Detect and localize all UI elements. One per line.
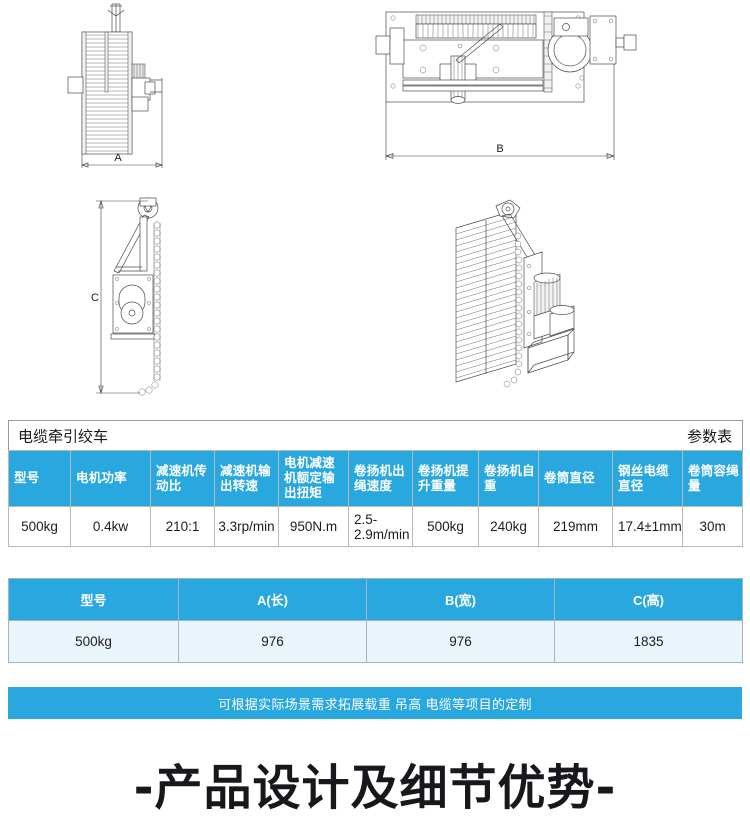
drawing-side-view: C <box>78 193 193 398</box>
spec-header-motor-power: 电机功率 <box>70 450 151 507</box>
spec-header-rope-speed: 卷扬机出绳速度 <box>348 450 413 507</box>
dimension-header-length: A(长) <box>178 578 367 621</box>
spec-table-header-row: 型号 电机功率 减速机传动比 减速机输出转速 电机减速机额定输出扭矩 卷扬机出绳… <box>8 450 744 507</box>
technical-drawings-area: A <box>0 0 750 405</box>
spec-value-motor-power: 0.4kw <box>70 506 151 547</box>
spec-header-drum-diameter: 卷筒直径 <box>538 450 613 507</box>
section-headline: -产品设计及细节优势- <box>0 748 750 818</box>
dimension-table: 型号 A(长) B(宽) C(高) 500kg 976 976 1835 <box>8 578 743 663</box>
spec-header-output-speed: 减速机输出转速 <box>214 450 279 507</box>
spec-table-title: 电缆牵引绞车 <box>18 428 109 445</box>
customization-note-text: 可根据实际场景需求拓展载重 吊高 电缆等项目的定制 <box>218 696 532 712</box>
spec-header-gear-ratio: 减速机传动比 <box>150 450 215 507</box>
spec-header-lift-weight: 卷扬机提升重量 <box>412 450 479 507</box>
spec-header-model: 型号 <box>8 450 71 507</box>
spec-header-rated-torque: 电机减速机额定输出扭矩 <box>278 450 349 507</box>
spec-header-cable-diameter: 钢丝电缆直径 <box>612 450 683 507</box>
spec-table-title-cell: 电缆牵引绞车 参数表 <box>8 420 743 451</box>
dimension-value-width: 976 <box>366 620 555 663</box>
spec-value-output-speed: 3.3rp/min <box>214 506 279 547</box>
dimension-label-c: C <box>91 292 99 304</box>
spec-value-lift-weight: 500kg <box>412 506 479 547</box>
spec-header-rope-capacity: 卷筒容绳量 <box>681 450 744 507</box>
dimension-value-model: 500kg <box>8 620 179 663</box>
drawing-isometric-view <box>438 192 584 397</box>
spec-value-rope-capacity: 30m <box>681 506 744 547</box>
spec-value-rated-torque: 950N.m <box>278 506 349 547</box>
spec-value-model: 500kg <box>8 506 71 547</box>
spec-value-rope-speed: 2.5-2.9m/min <box>348 506 413 547</box>
spec-table-title-row: 电缆牵引绞车 参数表 <box>8 420 743 451</box>
drawing-plan-view: B <box>368 2 640 170</box>
spec-value-gear-ratio: 210:1 <box>150 506 215 547</box>
dimension-label-a: A <box>114 152 122 164</box>
specification-tables: 电缆牵引绞车 参数表 型号 电机功率 减速机传动比 减速机输出转速 电机减速机额… <box>0 416 750 726</box>
dimension-header-height: C(高) <box>554 578 743 621</box>
spec-table: 电缆牵引绞车 参数表 型号 电机功率 减速机传动比 减速机输出转速 电机减速机额… <box>8 420 744 547</box>
dimension-table-row: 500kg 976 976 1835 <box>8 620 743 663</box>
customization-note-bar: 可根据实际场景需求拓展载重 吊高 电缆等项目的定制 <box>8 687 742 719</box>
drawing-top-view: A <box>60 2 280 177</box>
dimension-value-length: 976 <box>178 620 367 663</box>
spec-header-winch-weight: 卷扬机自重 <box>478 450 539 507</box>
spec-table-title-right: 参数表 <box>687 428 733 445</box>
dimension-header-width: B(宽) <box>366 578 555 621</box>
dimension-value-height: 1835 <box>554 620 743 663</box>
spec-value-cable-diameter: 17.4±1mm <box>612 506 683 547</box>
spec-value-winch-weight: 240kg <box>478 506 539 547</box>
spec-table-row: 500kg 0.4kw 210:1 3.3rp/min 950N.m 2.5-2… <box>8 506 744 547</box>
dimension-label-b: B <box>496 143 503 155</box>
section-headline-text: -产品设计及细节优势- <box>133 760 617 816</box>
dimension-header-model: 型号 <box>8 578 179 621</box>
dimension-table-header-row: 型号 A(长) B(宽) C(高) <box>8 578 743 621</box>
spec-value-drum-diameter: 219mm <box>538 506 613 547</box>
